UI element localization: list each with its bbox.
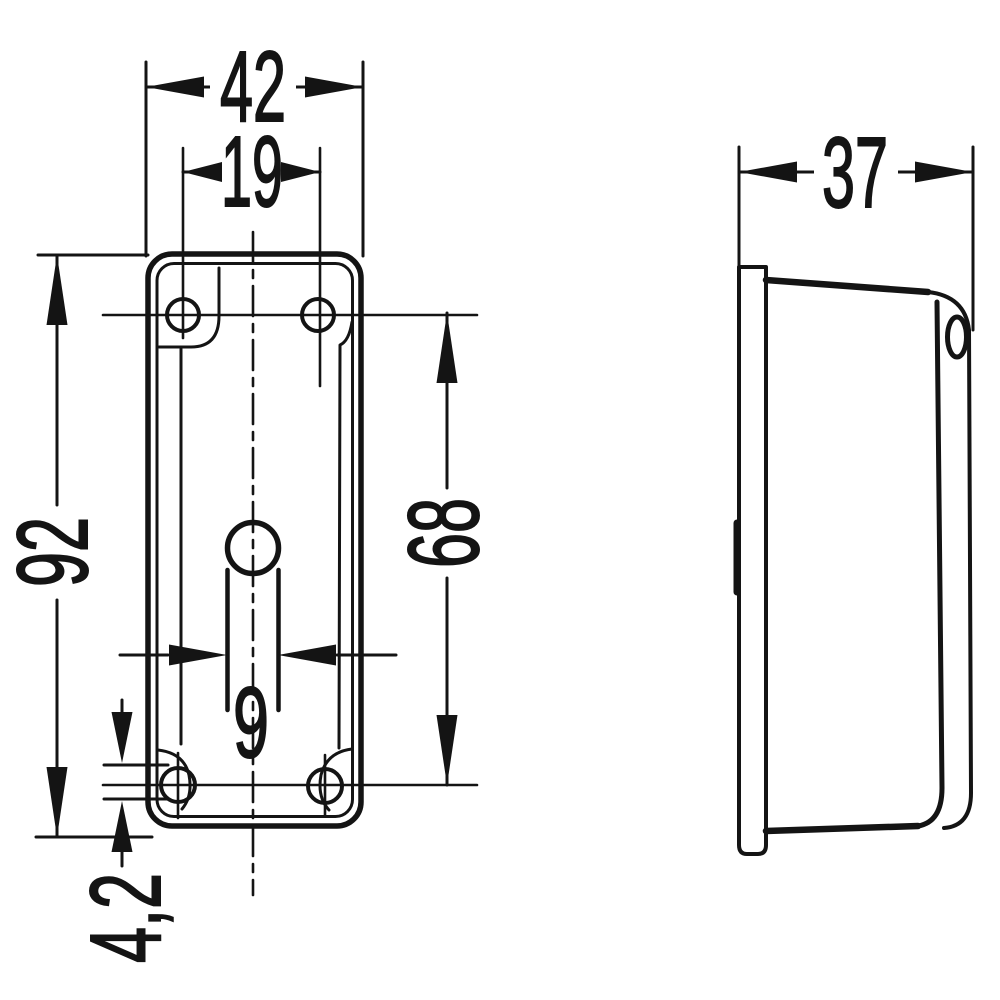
housing-top-edge <box>762 276 932 296</box>
screw-hole-top-right <box>300 297 336 333</box>
screw-hole-bottom-left <box>159 766 197 804</box>
dimension-19: 19 <box>181 115 322 229</box>
cable-hole <box>224 519 282 577</box>
dimension-42: 42 <box>144 30 365 258</box>
mounting-plate-profile <box>737 265 768 856</box>
dim-label-9: 9 <box>233 667 269 779</box>
lens-face-edge <box>915 299 945 829</box>
platform-edge-right <box>337 320 354 750</box>
lug-hole <box>945 314 969 360</box>
dim-label-92: 92 <box>0 517 109 587</box>
dim-label-4-2: 4,2 <box>70 873 182 963</box>
dimension-4-2: 4,2 <box>69 698 183 964</box>
front-inner-outline <box>155 262 354 818</box>
dimension-68: 68 <box>387 311 501 787</box>
front-view <box>101 146 479 897</box>
screw-hole-bottom-right <box>306 767 344 805</box>
lug-outer-edge <box>926 290 973 830</box>
dimension-annotations: 42 19 92 68 <box>0 30 975 964</box>
front-outer-outline <box>145 251 364 829</box>
dimension-92: 92 <box>0 253 154 839</box>
dim-label-19: 19 <box>221 116 283 228</box>
dim-label-42: 42 <box>220 31 286 143</box>
housing-bottom-edge <box>762 822 922 835</box>
dimension-37: 37 <box>737 116 975 332</box>
side-view <box>733 265 973 856</box>
dim-label-37: 37 <box>822 117 888 229</box>
dim-label-68: 68 <box>388 498 500 568</box>
screw-hole-top-left <box>165 297 201 333</box>
dimension-9: 9 <box>118 644 398 780</box>
cable-slot <box>225 567 281 713</box>
